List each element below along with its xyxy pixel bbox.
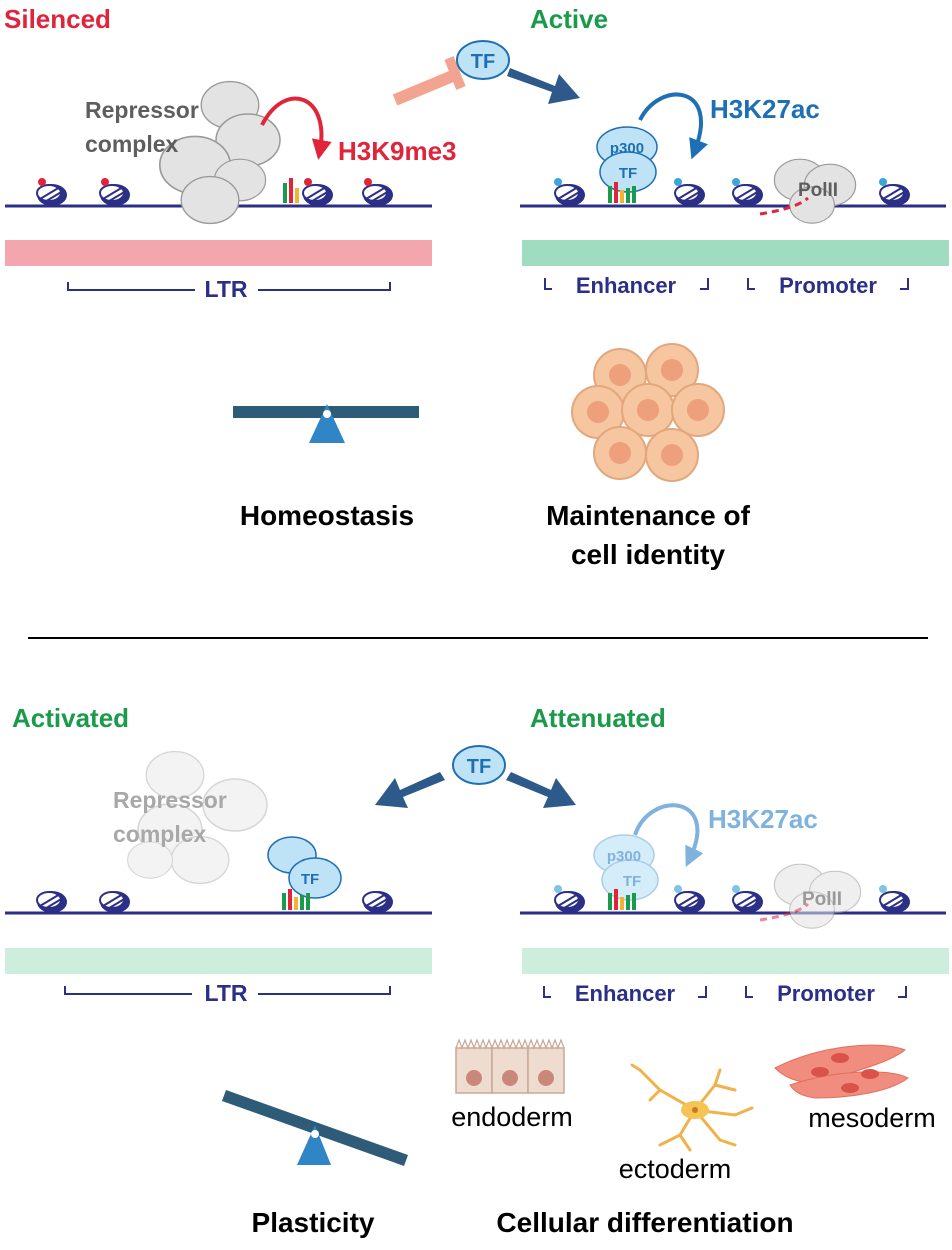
nucleosome [732, 885, 764, 914]
methylation-arrow [260, 96, 332, 160]
h3k9me3-label: H3K9me3 [338, 136, 457, 166]
enhancer-label: Enhancer [576, 273, 677, 298]
nucleosome [99, 890, 131, 914]
acetylation-arrow-faded [633, 803, 704, 868]
active-bar [522, 240, 949, 266]
nucleosome [36, 890, 68, 914]
nucleosome [36, 178, 68, 207]
top-panel: Silenced Active TF Repressor complex H3K… [4, 4, 949, 570]
p300-label: p300 [610, 140, 644, 157]
polii-label: PolII [798, 180, 838, 201]
promoter-label: Promoter [777, 981, 875, 1006]
motif-logo [283, 178, 299, 203]
plasticity-label: Plasticity [252, 1207, 375, 1238]
cell-cluster-icon [571, 343, 725, 482]
promoter-bracket [747, 278, 909, 290]
repressor-label-2: complex [85, 131, 179, 157]
nucleosome [674, 178, 706, 207]
motif-logo [282, 889, 310, 910]
maintenance-label-1: Maintenance of [546, 500, 750, 531]
endoderm-label: endoderm [451, 1102, 573, 1132]
h3k27ac-label: H3K27ac [710, 94, 820, 124]
p300-label: p300 [607, 848, 641, 865]
tf-activate-arrow [507, 68, 580, 104]
p300-tf-complex-faded [593, 834, 659, 901]
tf-small-label: TF [619, 165, 637, 182]
nucleosome [554, 178, 586, 207]
ltr-bar-silenced [5, 240, 432, 266]
promoter-bracket [745, 986, 907, 998]
enhancer-label: Enhancer [575, 981, 676, 1006]
endoderm-cells-icon [455, 1038, 565, 1094]
tf-small-label: TF [301, 871, 319, 888]
repressor-label-2: complex [113, 821, 207, 847]
tf-label: TF [471, 51, 495, 73]
balanced-seesaw-icon [233, 404, 419, 443]
polii-label: PolII [802, 889, 842, 910]
motif-logo [608, 182, 636, 203]
active-label: Active [530, 4, 608, 34]
nucleosome [99, 178, 131, 207]
repressor-label-1: Repressor [113, 787, 227, 813]
motif-logo [608, 889, 636, 910]
repressor-complex-faded [127, 750, 268, 885]
repressor-label-1: Repressor [85, 97, 199, 123]
tf-arrow-left [375, 772, 445, 808]
nucleosome [302, 178, 334, 207]
ltr-bar-activated [5, 948, 432, 974]
tf-arrow-right [506, 772, 576, 808]
mesoderm-cells-icon [774, 1044, 909, 1099]
tf-inhibit-arrow [392, 56, 466, 106]
acetylation-arrow [638, 92, 708, 160]
differentiation-label: Cellular differentiation [496, 1207, 793, 1238]
ectoderm-label: ectoderm [619, 1154, 732, 1184]
ltr-bracket [64, 986, 391, 995]
tf-badge-bottom: TF [452, 745, 506, 785]
tilted-seesaw-icon [222, 1090, 408, 1166]
attenuated-label: Attenuated [530, 703, 666, 733]
nucleosome [879, 178, 911, 207]
enhancer-bracket [543, 986, 707, 998]
ltr-label: LTR [204, 980, 247, 1006]
nucleosome [362, 890, 394, 914]
h3k27ac-label: H3K27ac [708, 804, 818, 834]
ltr-bracket [67, 282, 391, 291]
nucleosome [879, 885, 911, 914]
tf-badge-top: TF [456, 40, 510, 80]
attenuated-bar [522, 948, 949, 974]
nucleosome [674, 885, 706, 914]
tf-bound-complex [267, 836, 342, 899]
ltr-label: LTR [204, 276, 247, 302]
tf-label: TF [467, 756, 491, 778]
silenced-label: Silenced [4, 4, 111, 34]
p300-tf-complex [596, 126, 658, 193]
tf-small-label: TF [623, 873, 641, 890]
nucleosome [732, 178, 764, 207]
enhancer-bracket [544, 278, 709, 290]
nucleosome [554, 885, 586, 914]
promoter-label: Promoter [779, 273, 877, 298]
polii-complex [759, 158, 857, 224]
nucleosome [362, 178, 394, 207]
polii-complex-faded [759, 863, 862, 929]
maintenance-label-2: cell identity [571, 539, 725, 570]
homeostasis-label: Homeostasis [240, 500, 414, 531]
mesoderm-label: mesoderm [808, 1103, 936, 1133]
ectoderm-neuron-icon [630, 1063, 754, 1152]
bottom-panel: Activated Attenuated TF Repressor comple… [5, 703, 949, 1238]
activated-label: Activated [12, 703, 129, 733]
